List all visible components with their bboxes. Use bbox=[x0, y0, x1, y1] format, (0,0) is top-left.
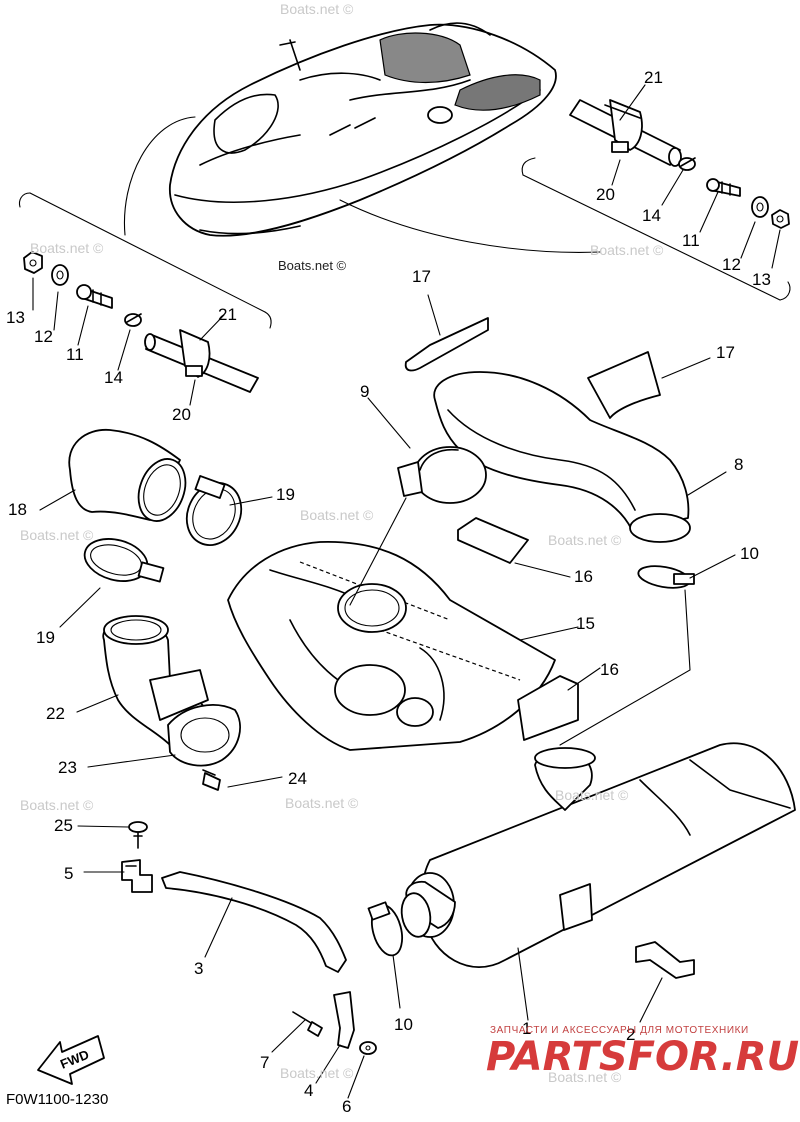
washer-right bbox=[751, 196, 769, 218]
callout-5: 5 bbox=[64, 864, 73, 883]
callout-23: 23 bbox=[58, 758, 77, 777]
vent-fitting-right bbox=[706, 178, 741, 197]
drawing-code: F0W1100-1230 bbox=[6, 1091, 108, 1108]
callout-16-upper: 16 bbox=[574, 567, 593, 586]
pad-17-upper bbox=[404, 317, 489, 372]
callout-2: 2 bbox=[626, 1025, 635, 1044]
vent-hose-detail-left bbox=[144, 329, 259, 393]
callout-15: 15 bbox=[576, 614, 595, 633]
watermarks: Boats.net © Boats.net © Boats.net © Boat… bbox=[20, 1, 664, 1085]
exhaust-chamber-15 bbox=[227, 541, 556, 751]
callout-3: 3 bbox=[194, 959, 203, 978]
hose-clamp-10-lower bbox=[367, 901, 404, 957]
fwd-arrow-icon: FWD bbox=[37, 1035, 105, 1085]
bracket-2 bbox=[635, 941, 695, 979]
jet-ski-illustration bbox=[169, 22, 557, 237]
hose-clamp-10-upper bbox=[637, 565, 695, 589]
screw-25 bbox=[128, 821, 148, 849]
leader-lines bbox=[32, 84, 781, 1099]
callout-10-lower: 10 bbox=[394, 1015, 413, 1034]
callout-8: 8 bbox=[734, 455, 743, 474]
callout-labels: 1 2 3 4 5 6 7 8 9 10 10 11 11 12 12 13 1… bbox=[6, 68, 771, 1116]
exhaust-inlet-ring bbox=[400, 880, 456, 938]
callout-7: 7 bbox=[260, 1053, 269, 1072]
callout-13-right: 13 bbox=[752, 270, 771, 289]
callout-1: 1 bbox=[522, 1019, 531, 1038]
pad-17-right bbox=[587, 351, 661, 419]
callout-14-right: 14 bbox=[642, 206, 661, 225]
leader-arc-left bbox=[123, 116, 196, 236]
callout-16-lower: 16 bbox=[600, 660, 619, 679]
watermark: Boats.net © bbox=[548, 1069, 622, 1085]
callout-6: 6 bbox=[342, 1097, 351, 1116]
bolt-7 bbox=[292, 1011, 323, 1037]
pad-16-lower bbox=[517, 675, 579, 741]
exhaust-hose-8 bbox=[397, 371, 691, 543]
callout-11-left: 11 bbox=[66, 345, 84, 364]
nut-right bbox=[771, 209, 790, 229]
nut-left bbox=[23, 251, 43, 274]
callout-20-left: 20 bbox=[172, 405, 191, 424]
callout-24: 24 bbox=[288, 769, 307, 788]
muffler-1 bbox=[405, 742, 796, 969]
detail-frame-right bbox=[522, 174, 781, 301]
detail-frame-left bbox=[29, 192, 266, 313]
watermark: Boats.net © bbox=[30, 240, 104, 256]
callout-22: 22 bbox=[46, 704, 65, 723]
hose-18 bbox=[68, 429, 187, 522]
callout-17-upper: 17 bbox=[412, 267, 431, 286]
watermark: Boats.net © bbox=[278, 258, 347, 273]
hose-clamp-19-right bbox=[185, 475, 243, 546]
hose-clamp-small-right bbox=[678, 157, 696, 171]
callout-11-right: 11 bbox=[682, 231, 700, 250]
bracket-5 bbox=[121, 859, 153, 893]
callout-19-left: 19 bbox=[36, 628, 55, 647]
bracket-4 bbox=[333, 991, 355, 1049]
hose-clamp-small-left bbox=[124, 313, 142, 327]
watermark: Boats.net © bbox=[590, 242, 664, 258]
callout-21-left: 21 bbox=[218, 305, 237, 324]
callout-12-right: 12 bbox=[722, 255, 741, 274]
callout-9: 9 bbox=[360, 382, 369, 401]
watermark: Boats.net © bbox=[555, 787, 629, 803]
callout-13-left: 13 bbox=[6, 308, 25, 327]
strap-3 bbox=[161, 871, 347, 973]
callout-21-right: 21 bbox=[644, 68, 663, 87]
washer-6 bbox=[359, 1041, 377, 1055]
gasket-23 bbox=[167, 704, 241, 767]
leader-arc-right bbox=[339, 199, 601, 253]
callout-17-right: 17 bbox=[716, 343, 735, 362]
watermark: Boats.net © bbox=[20, 527, 94, 543]
callout-10-upper: 10 bbox=[740, 544, 759, 563]
watermark: Boats.net © bbox=[280, 1065, 354, 1081]
callout-12-left: 12 bbox=[34, 327, 53, 346]
watermark: Boats.net © bbox=[280, 1, 354, 17]
hose-clamp-19-left bbox=[83, 538, 165, 583]
watermark: Boats.net © bbox=[285, 795, 359, 811]
brand-tagline: ЗАПЧАСТИ И АКСЕССУАРЫ ДЛЯ МОТОТЕХНИКИ bbox=[490, 1025, 749, 1036]
watermark: Boats.net © bbox=[548, 532, 622, 548]
watermark: Boats.net © bbox=[20, 797, 94, 813]
bolt-24 bbox=[202, 769, 221, 791]
watermark: Boats.net © bbox=[300, 507, 374, 523]
washer-left bbox=[51, 264, 69, 286]
callout-18: 18 bbox=[8, 500, 27, 519]
pad-16-upper bbox=[457, 517, 529, 564]
callout-4: 4 bbox=[304, 1081, 313, 1100]
callout-25: 25 bbox=[54, 816, 73, 835]
partsfor-logo: ЗАПЧАСТИ И АКСЕССУАРЫ ДЛЯ МОТОТЕХНИКИ PA… bbox=[486, 1025, 799, 1080]
vent-fitting-left bbox=[76, 284, 113, 309]
brand-logo-text: PARTSFOR.RU bbox=[486, 1034, 799, 1080]
vent-hose-detail-right bbox=[569, 99, 682, 167]
callout-19-right: 19 bbox=[276, 485, 295, 504]
callout-14-left: 14 bbox=[104, 368, 123, 387]
callout-20-right: 20 bbox=[596, 185, 615, 204]
